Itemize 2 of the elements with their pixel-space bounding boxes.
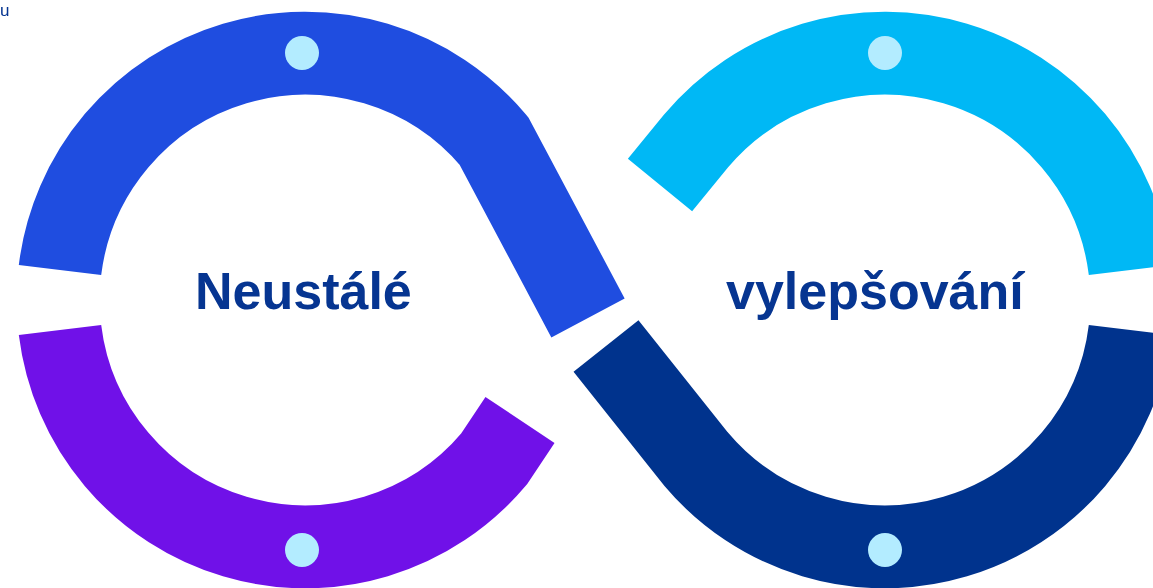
label-text: u — [0, 2, 10, 19]
label-text: Neustálé — [195, 265, 412, 317]
